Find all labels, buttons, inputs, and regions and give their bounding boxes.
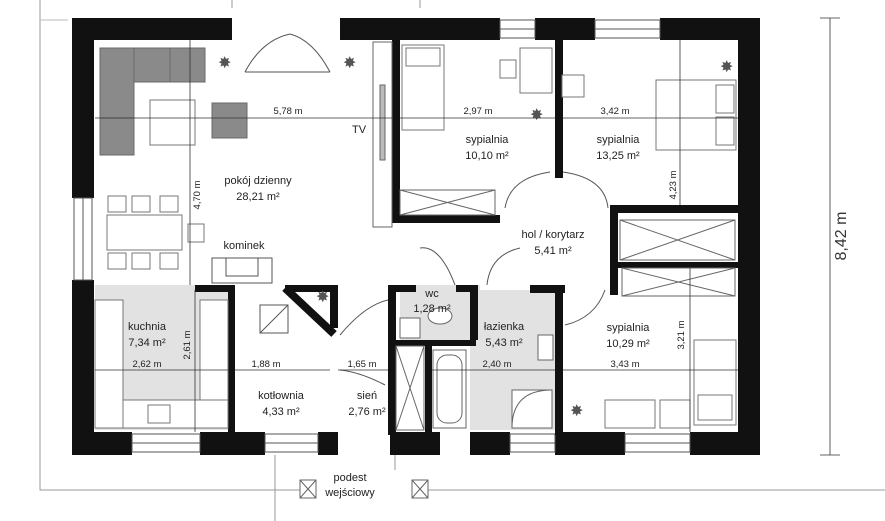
room-labels: pokój dzienny 28,21 m² kuchnia 7,34 m² k… xyxy=(128,134,650,418)
dim-syp3-depth: 3,21 m xyxy=(676,320,687,349)
room-name-lazienka: łazienka xyxy=(484,321,525,333)
annotation-labels: TV kominek podest wejściowy xyxy=(224,124,376,499)
fireplace xyxy=(211,257,273,284)
entrance-path xyxy=(274,455,396,521)
room-area-kuchnia: 7,34 m² xyxy=(128,337,166,349)
entrance-pillars xyxy=(299,479,429,499)
plant-icon: ✸ xyxy=(316,287,329,306)
wc-fixtures xyxy=(399,307,453,339)
room-name-sien: sień xyxy=(357,390,377,402)
dim-overall-depth: 8,42 m xyxy=(833,212,850,261)
kitchen-counters xyxy=(94,299,229,429)
bathroom-sink xyxy=(537,334,554,361)
room-area-kotlownia: 4,33 m² xyxy=(262,406,300,418)
room-area-sypialnia-2: 13,25 m² xyxy=(596,150,640,162)
room-name-sypialnia-2: sypialnia xyxy=(597,134,641,146)
dim-syp2-width: 3,42 m xyxy=(600,106,629,117)
coffee-table xyxy=(149,99,196,146)
fireplace-label: kominek xyxy=(224,240,265,252)
plant-icon: ✸ xyxy=(570,401,583,420)
room-area-sypialnia-3: 10,29 m² xyxy=(606,338,650,350)
boiler xyxy=(259,304,289,334)
dim-sien-width: 1,65 m xyxy=(347,359,376,370)
windows xyxy=(73,19,691,453)
plant-icon: ✸ xyxy=(218,53,231,72)
porch-label-line2: wejściowy xyxy=(324,487,375,499)
room-name-kotlownia: kotłownia xyxy=(258,390,305,402)
dining-set xyxy=(106,195,205,270)
room-area-lazienka: 5,43 m² xyxy=(485,337,523,349)
dimension-lines xyxy=(95,17,840,456)
interior-walls xyxy=(195,18,738,435)
tv-label: TV xyxy=(352,124,367,136)
plant-icon: ✸ xyxy=(343,53,356,72)
dimension-labels: 5,78 m 4,70 m 2,97 m 3,42 m 4,23 m 2,62 … xyxy=(132,106,850,370)
exterior-walls xyxy=(72,18,760,455)
room-name-pokoj: pokój dzienny xyxy=(224,175,292,187)
dim-kuchnia-width: 2,62 m xyxy=(132,359,161,370)
dim-syp1-width: 2,97 m xyxy=(463,106,492,117)
plant-icon: ✸ xyxy=(530,105,543,124)
room-name-hol: hol / korytarz xyxy=(522,229,585,241)
room-area-hol: 5,41 m² xyxy=(534,245,572,257)
plant-icon: ✸ xyxy=(720,57,733,76)
dim-pokoj-depth: 4,70 m xyxy=(192,180,203,209)
room-area-sypialnia-1: 10,10 m² xyxy=(465,150,509,162)
room-area-sien: 2,76 m² xyxy=(348,406,386,418)
plant-icons: ✸ ✸ ✸ ✸ ✸ ✸ xyxy=(218,53,733,420)
wardrobes xyxy=(395,189,736,431)
shower xyxy=(511,389,553,429)
room-name-sypialnia-3: sypialnia xyxy=(607,322,651,334)
dim-kuchnia-depth: 2,61 m xyxy=(182,330,193,359)
room-name-kuchnia: kuchnia xyxy=(128,321,167,333)
doors xyxy=(244,33,609,386)
beds xyxy=(401,44,737,426)
site-outline xyxy=(39,0,885,491)
porch-label-line1: podest xyxy=(333,472,366,484)
armchair xyxy=(211,102,248,139)
dim-lazienka-width: 2,40 m xyxy=(482,359,511,370)
boiler-diagonal-wall xyxy=(282,285,337,337)
room-name-wc: wc xyxy=(424,288,439,300)
desks xyxy=(499,47,691,429)
room-area-wc: 1,28 m² xyxy=(413,303,451,315)
room-name-sypialnia-1: sypialnia xyxy=(466,134,510,146)
dim-pokoj-width: 5,78 m xyxy=(273,106,302,117)
room-area-pokoj: 28,21 m² xyxy=(236,191,280,203)
dim-kotlownia-width: 1,88 m xyxy=(251,359,280,370)
dim-syp3-width: 3,43 m xyxy=(610,359,639,370)
dim-syp2-depth: 4,23 m xyxy=(668,170,679,199)
tv-cabinet xyxy=(372,41,393,228)
bathtub xyxy=(432,349,467,429)
